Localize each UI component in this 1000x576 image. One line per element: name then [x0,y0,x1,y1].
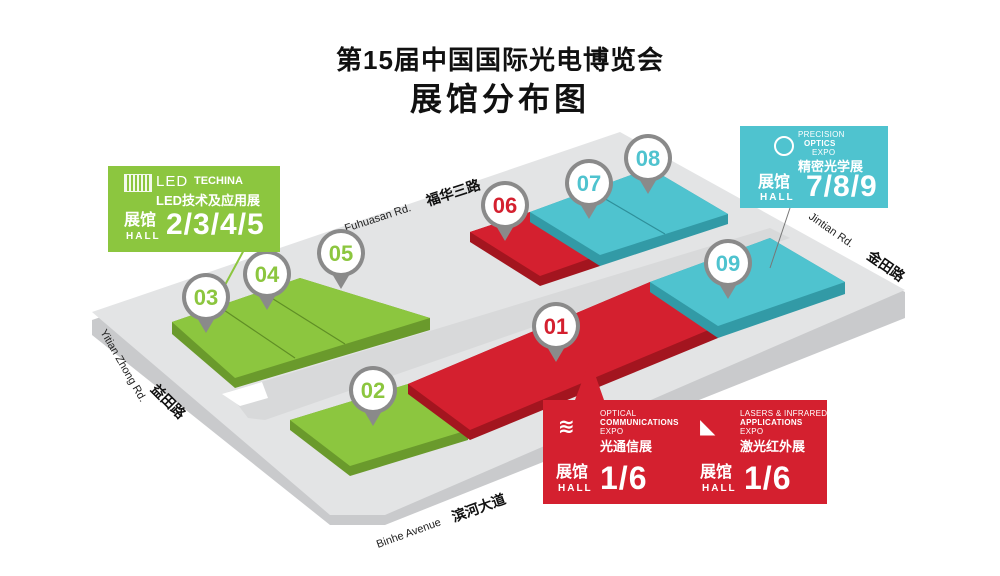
pin-face [485,185,525,225]
lasers-line2: APPLICATIONS [740,418,803,427]
hall-divider [261,291,346,345]
hall-pin-07[interactable]: 07 [565,159,613,219]
precision-line3: EXPO [812,148,836,157]
optical-line1: OPTICAL [600,409,637,418]
hall-pin-08[interactable]: 08 [624,134,672,194]
callout-pointer [575,360,604,400]
pin-face [628,138,668,178]
hall-label-07: 07 [577,171,601,196]
hall-01 [408,282,718,430]
led-hall-numbers: 2/3/4/5 [166,208,265,241]
precision-logo-icon [774,136,794,156]
callout-pointer [224,247,246,286]
optical-hall-en: HALL [558,483,593,494]
led-hall-en: HALL [126,231,161,242]
led-logo-icon [124,174,152,192]
pin-face [708,243,748,283]
hall-label-08: 08 [636,146,660,171]
page-title: 第15届中国国际光电博览会 [336,45,664,75]
precision-callout-box [740,126,888,208]
hall-pin-06[interactable]: 06 [481,181,529,241]
callout-pointer [769,207,791,269]
pin-face [536,306,576,346]
hall-07-08 [530,168,728,255]
optical-line2: COMMUNICATIONS [600,418,679,427]
led-expo-name: LED技术及应用展 [156,193,261,208]
led-logo-techina: TECHINA [194,175,243,187]
precision-line1: PRECISION [798,130,845,139]
optical-logo-icon: ≋ [558,416,575,438]
hall-label-01: 01 [544,314,568,339]
pin-face [321,233,361,273]
precision-expo-name: 精密光学展 [798,159,864,174]
hall-label-09: 09 [716,251,740,276]
pin-face [353,370,393,410]
hall-09 [650,238,845,326]
hall-pin-02[interactable]: 02 [349,366,397,426]
lasers-logo-icon: ◣ [700,416,716,438]
pin-face [247,254,287,294]
hall-pin-04[interactable]: 04 [243,250,291,310]
hall-pin-09[interactable]: 09 [704,239,752,299]
lasers-line1: LASERS & INFRARED [740,409,828,418]
hall-divider [217,305,296,359]
precision-hall-label: 展馆 [758,174,791,191]
precision-hall-numbers: 7/8/9 [806,170,878,203]
hall-pins: 01 02 03 04 05 06 07 08 09 [182,134,752,426]
hall-pin-03[interactable]: 03 [182,273,230,333]
lasers-expo-name: 激光红外展 [740,439,806,454]
optical-line3: EXPO [600,427,624,436]
pin-face [569,163,609,203]
hall-pin-01[interactable]: 01 [532,302,580,362]
led-hall-label: 展馆 [124,212,157,229]
hall-label-06: 06 [493,193,517,218]
precision-hall-en: HALL [760,192,795,203]
hall-label-05: 05 [329,241,353,266]
page-subtitle: 展馆分布图 [409,81,590,117]
hall-03-05 [172,278,430,378]
optical-expo-name: 光通信展 [600,439,653,454]
hall-label-03: 03 [194,285,218,310]
lasers-hall-numbers: 1/6 [744,460,792,496]
optical-hall-label: 展馆 [556,464,589,481]
hall-pin-05[interactable]: 05 [317,229,365,289]
pin-face [186,277,226,317]
walkway-white [222,382,268,406]
lasers-hall-label: 展馆 [700,464,733,481]
hall-label-02: 02 [361,378,385,403]
lasers-hall-en: HALL [702,483,737,494]
lasers-line3: EXPO [740,427,764,436]
hall-label-04: 04 [255,262,280,287]
optical-lasers-callout-box [543,400,827,504]
optical-hall-numbers: 1/6 [600,460,648,496]
led-logo-text: LED [156,173,189,190]
precision-line2: OPTICS [804,139,836,148]
